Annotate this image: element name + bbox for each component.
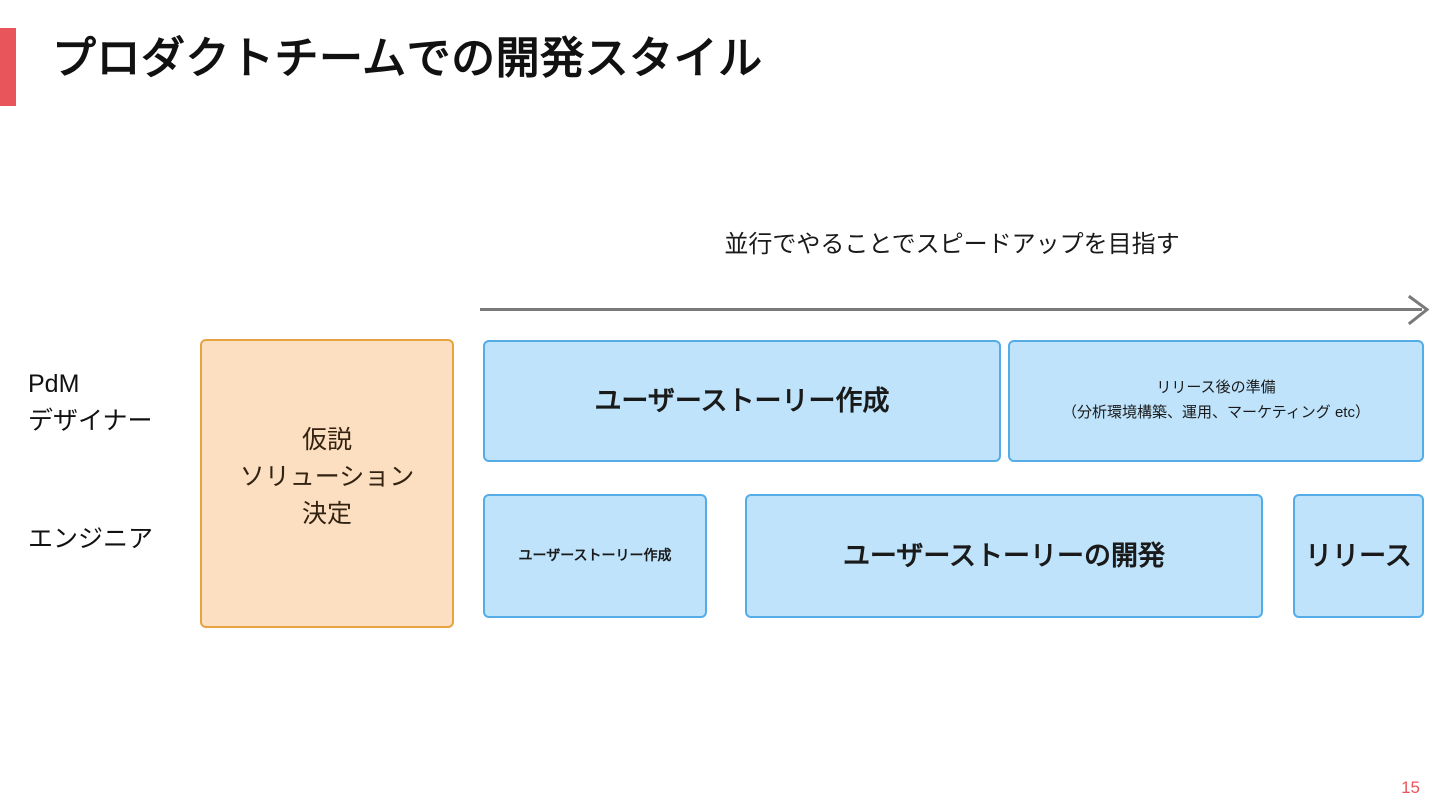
page-number: 15 <box>1401 778 1420 797</box>
box-post-release-preparation[interactable]: リリース後の準備 （分析環境構築、運用、マーケティング etc） <box>1008 340 1424 462</box>
box-hypothesis-solution-decision-label: 仮説 ソリューション 決定 <box>232 422 423 532</box>
box-hypothesis-solution-decision[interactable]: 仮説 ソリューション 決定 <box>200 339 454 628</box>
flow-caption: 並行でやることでスピードアップを目指す <box>724 231 1180 258</box>
page-title: プロダクトチームでの開発スタイル <box>52 34 763 83</box>
role-label-designer: デザイナー <box>28 407 153 435</box>
post-release-line-1: リリース後の準備 <box>1156 379 1276 397</box>
role-label-pdm: PdM <box>28 370 80 398</box>
box-user-story-development-label: ユーザーストーリーの開発 <box>842 540 1166 571</box>
decision-line-2: ソリューション <box>239 463 415 492</box>
box-user-story-creation-engineer-label: ユーザーストーリー作成 <box>518 547 672 564</box>
post-release-line-2: （分析環境構築、運用、マーケティング etc） <box>1062 404 1370 421</box>
decision-line-3: 決定 <box>301 499 352 528</box>
box-user-story-creation-engineer[interactable]: ユーザーストーリー作成 <box>483 494 707 618</box>
box-user-story-development[interactable]: ユーザーストーリーの開発 <box>745 494 1263 618</box>
role-label-engineer: エンジニア <box>28 525 154 553</box>
timeline-arrow-icon <box>478 294 1430 326</box>
box-release-label: リリース <box>1305 540 1412 571</box>
box-user-story-creation-pdm[interactable]: ユーザーストーリー作成 <box>483 340 1001 462</box>
box-post-release-preparation-label: リリース後の準備 （分析環境構築、運用、マーケティング etc） <box>1054 376 1378 426</box>
role-label-pdm-designer: PdM デザイナー <box>28 366 153 440</box>
box-user-story-creation-pdm-label: ユーザーストーリー作成 <box>594 385 890 416</box>
title-accent-bar <box>0 28 16 106</box>
decision-line-1: 仮説 <box>301 426 352 455</box>
box-release[interactable]: リリース <box>1293 494 1424 618</box>
